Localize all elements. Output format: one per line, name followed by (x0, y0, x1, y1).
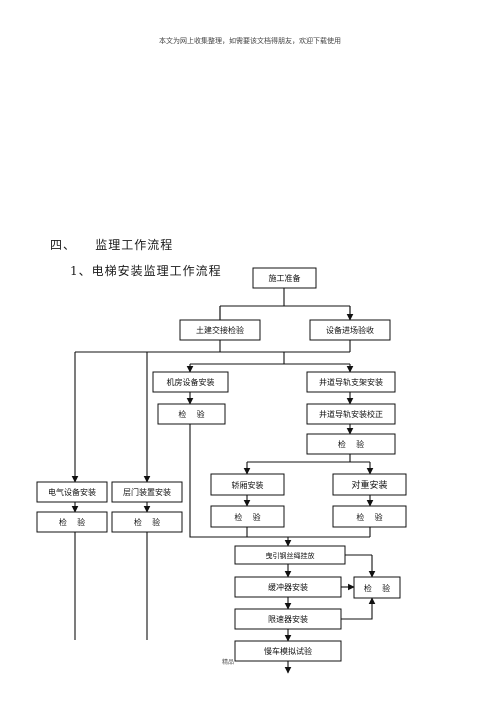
node-equip-label: 设备进场验收 (326, 325, 374, 335)
node-elec: 电气设备安装 (36, 481, 108, 503)
node-inspect-final: 检 验 (353, 576, 401, 599)
node-start-label: 施工准备 (269, 273, 301, 283)
node-slow-label: 慢车模拟试验 (264, 646, 312, 656)
footer-text: 精品 (222, 659, 235, 666)
subsection-heading: 1、电梯安装监理工作流程 (70, 264, 222, 278)
node-door: 层门装置安装 (111, 481, 183, 503)
edge-center (190, 352, 350, 365)
node-inspect-machine: 检 验 (157, 403, 226, 425)
node-car: 轿厢安装 (210, 473, 285, 496)
node-buffer: 缓冲器安装 (234, 576, 342, 598)
node-inspect-car: 检 验 (210, 505, 285, 528)
node-machine-label: 机房设备安装 (167, 377, 215, 387)
edge-start-split (219, 288, 351, 319)
node-car-label: 轿厢安装 (232, 480, 264, 490)
node-inspect-door: 检 验 (111, 511, 183, 533)
node-rail-calib: 井道导轨安装校正 (306, 403, 396, 425)
node-inspect-machine-label: 检 验 (178, 409, 204, 419)
edge-machine-down (189, 424, 370, 538)
node-rope-label: 曳引钢丝绳挂放 (266, 551, 315, 560)
node-speed-label: 限速器安装 (268, 614, 308, 624)
node-inspect-elec: 检 验 (36, 511, 108, 533)
node-counter: 对重安装 (332, 473, 407, 496)
node-elec-label: 电气设备安装 (48, 487, 96, 497)
node-machine: 机房设备安装 (152, 371, 229, 393)
header-note: 本文为网上收集整理，如需要该文档得朋友，欢迎下载使用 (159, 37, 341, 45)
node-civil: 土建交接检验 (179, 319, 261, 341)
node-inspect-counter-label: 检 验 (356, 512, 382, 522)
node-inspect-final-label: 检 验 (364, 583, 390, 593)
node-buffer-label: 缓冲器安装 (268, 582, 308, 592)
flow-nodes: 施工准备 土建交接检验 设备进场验收 机房设备安装 井道导轨支架安装 检 验 井… (36, 267, 407, 662)
node-rope: 曳引钢丝绳挂放 (234, 545, 346, 565)
edge-split-arrows (219, 306, 350, 320)
node-start: 施工准备 (252, 267, 317, 289)
node-inspect-rail: 检 验 (306, 433, 396, 455)
node-civil-label: 土建交接检验 (196, 325, 244, 335)
edge-speed-inspect (341, 597, 376, 620)
node-speed: 限速器安装 (234, 608, 342, 630)
node-shaft-rail: 井道导轨支架安装 (306, 371, 396, 393)
node-inspect-counter: 检 验 (332, 505, 407, 528)
node-inspect-car-label: 检 验 (234, 512, 260, 522)
section-heading: 四、 监理工作流程 (50, 238, 174, 252)
node-inspect-elec-label: 检 验 (59, 517, 85, 527)
node-rail-calib-label: 井道导轨安装校正 (319, 409, 383, 419)
node-inspect-rail-label: 检 验 (338, 439, 364, 449)
node-shaft-rail-label: 井道导轨支架安装 (319, 377, 383, 387)
node-equip: 设备进场验收 (309, 319, 391, 341)
node-counter-label: 对重安装 (351, 479, 387, 491)
node-inspect-door-label: 检 验 (134, 517, 160, 527)
edge-merge (75, 340, 351, 353)
node-slow: 慢车模拟试验 (234, 640, 342, 662)
connectors (71, 288, 376, 674)
node-door-label: 层门装置安装 (123, 487, 171, 497)
edge-rail-split (247, 454, 370, 463)
